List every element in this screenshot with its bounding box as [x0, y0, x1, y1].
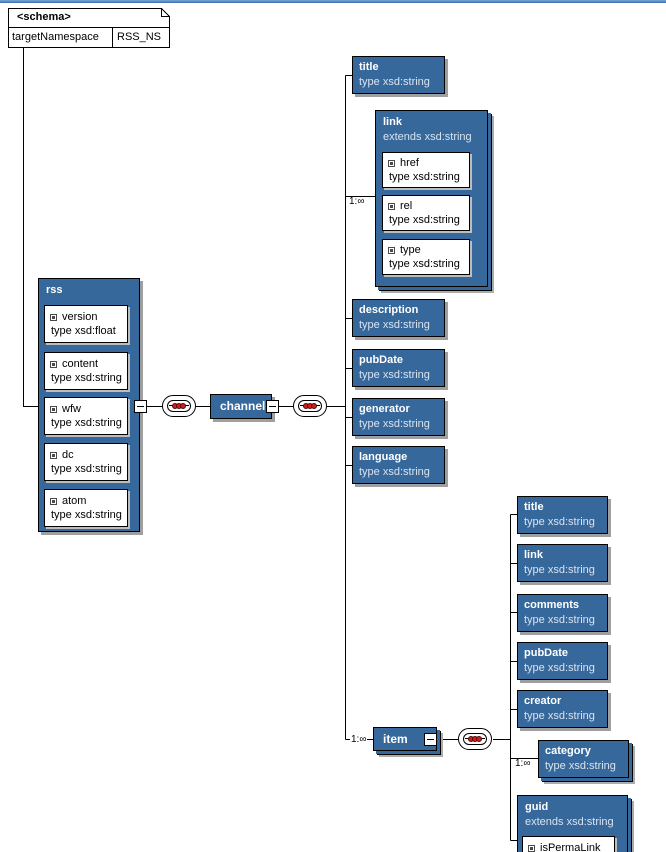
attribute-rel[interactable]: rel type xsd:string	[382, 195, 470, 231]
occurrence-label-link: 1:∞	[348, 196, 366, 207]
attribute-href[interactable]: href type xsd:string	[382, 152, 470, 188]
element-type: type xsd:string	[359, 76, 430, 88]
attribute-icon	[50, 497, 57, 505]
element-name: category	[545, 745, 591, 757]
attribute-wfw[interactable]: wfw type xsd:string	[44, 397, 128, 435]
element-channel-title[interactable]: title type xsd:string	[352, 56, 445, 94]
sequence-dots	[298, 400, 322, 412]
attribute-icon	[50, 451, 57, 459]
attribute-type: type xsd:float	[51, 325, 116, 337]
element-type: type xsd:string	[359, 418, 430, 430]
collapse-handle-rss[interactable]	[134, 400, 147, 413]
sequence-dots	[167, 400, 191, 412]
attribute-type: type xsd:string	[51, 417, 122, 429]
attribute-name: href	[400, 157, 419, 169]
element-type: type xsd:string	[524, 662, 595, 674]
element-item-link[interactable]: link type xsd:string	[517, 544, 608, 582]
element-name: item	[383, 731, 408, 746]
attribute-icon	[50, 405, 57, 413]
attribute-type: type xsd:string	[51, 372, 122, 384]
element-type: type xsd:string	[545, 760, 616, 772]
attribute-type: type xsd:string	[389, 171, 460, 183]
attribute-type: type xsd:string	[389, 258, 460, 270]
attribute-type: type xsd:string	[389, 214, 460, 226]
attribute-atom[interactable]: atom type xsd:string	[44, 489, 128, 527]
element-name: link	[383, 116, 402, 128]
element-name: language	[359, 451, 408, 463]
element-name: pubDate	[524, 647, 568, 659]
attribute-icon	[528, 844, 535, 852]
element-name: comments	[524, 599, 580, 611]
collapse-handle-channel[interactable]	[266, 400, 279, 413]
attribute-icon	[388, 246, 395, 254]
element-name: creator	[524, 695, 562, 707]
sequence-dot	[311, 403, 317, 409]
schema-note-title: <schema>	[17, 11, 71, 23]
element-item-pubdate[interactable]: pubDate type xsd:string	[517, 642, 608, 680]
element-name: guid	[525, 801, 549, 813]
attribute-name: isPermaLink	[540, 842, 601, 852]
attribute-content[interactable]: content type xsd:string	[44, 352, 128, 390]
attribute-dc[interactable]: dc type xsd:string	[44, 443, 128, 481]
element-channel-generator[interactable]: generator type xsd:string	[352, 398, 445, 436]
attribute-name: version	[62, 311, 98, 323]
occurrence-label-item: 1:∞	[350, 734, 368, 745]
sequence-icon[interactable]	[293, 395, 327, 417]
attribute-ispermalink[interactable]: isPermaLink	[522, 836, 615, 852]
element-type: type xsd:string	[524, 516, 595, 528]
sequence-dot	[180, 403, 186, 409]
element-type: type xsd:string	[524, 564, 595, 576]
attribute-icon	[50, 360, 57, 368]
sequence-icon[interactable]	[162, 395, 196, 417]
element-type: extends xsd:string	[525, 816, 614, 828]
element-name: rss	[46, 284, 63, 296]
sequence-icon[interactable]	[458, 728, 492, 750]
element-channel-pubdate[interactable]: pubDate type xsd:string	[352, 349, 445, 387]
element-type: extends xsd:string	[383, 131, 472, 143]
element-name: link	[524, 549, 543, 561]
element-type: type xsd:string	[524, 614, 595, 626]
attribute-name: atom	[62, 495, 87, 507]
element-type: type xsd:string	[359, 466, 430, 478]
attribute-type: type xsd:string	[51, 463, 122, 475]
attribute-icon	[388, 159, 395, 167]
element-item-creator[interactable]: creator type xsd:string	[517, 690, 608, 728]
window-top-edge	[0, 0, 666, 3]
element-channel-description[interactable]: description type xsd:string	[352, 299, 445, 337]
element-type: type xsd:string	[359, 369, 430, 381]
element-item-title[interactable]: title type xsd:string	[517, 496, 608, 534]
attribute-name: wfw	[62, 403, 81, 415]
element-name: title	[359, 61, 379, 73]
element-name: title	[524, 501, 544, 513]
element-name: pubDate	[359, 354, 403, 366]
element-channel-language[interactable]: language type xsd:string	[352, 446, 445, 484]
sequence-dots	[463, 733, 487, 745]
element-name: generator	[359, 403, 410, 415]
sequence-dot	[476, 736, 482, 742]
element-item-comments[interactable]: comments type xsd:string	[517, 594, 608, 632]
attribute-name: type	[400, 244, 421, 256]
attribute-icon	[50, 313, 57, 321]
element-name: channel	[220, 399, 266, 413]
attribute-name: rel	[400, 200, 413, 212]
element-channel[interactable]: channel	[210, 394, 272, 419]
element-name: description	[359, 304, 419, 316]
schema-target-namespace-label: targetNamespace	[12, 31, 99, 43]
attribute-name: dc	[62, 449, 74, 461]
attribute-version[interactable]: version type xsd:float	[44, 305, 128, 343]
collapse-handle-item[interactable]	[424, 733, 437, 746]
attribute-name: content	[62, 358, 99, 370]
schema-target-namespace-value: RSS_NS	[117, 31, 162, 43]
attribute-icon	[388, 202, 395, 210]
element-type: type xsd:string	[524, 710, 595, 722]
attribute-type: type xsd:string	[51, 509, 122, 521]
element-item-category[interactable]: category type xsd:string	[538, 740, 629, 778]
attribute-type[interactable]: type type xsd:string	[382, 239, 470, 275]
element-type: type xsd:string	[359, 319, 430, 331]
occurrence-label-category: 1:∞	[514, 758, 532, 769]
